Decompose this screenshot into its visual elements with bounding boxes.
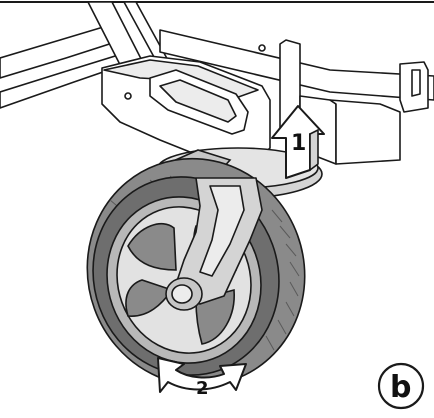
panel-label: b (390, 370, 411, 405)
step-2-label: 2 (196, 378, 209, 399)
rotate-arrow-icon: 2 (157, 357, 247, 399)
arrow-up-icon: 1 (271, 105, 325, 179)
panel-label-badge: b (377, 362, 425, 410)
wheel-fork (165, 177, 263, 311)
step-1-label: 1 (291, 131, 306, 156)
